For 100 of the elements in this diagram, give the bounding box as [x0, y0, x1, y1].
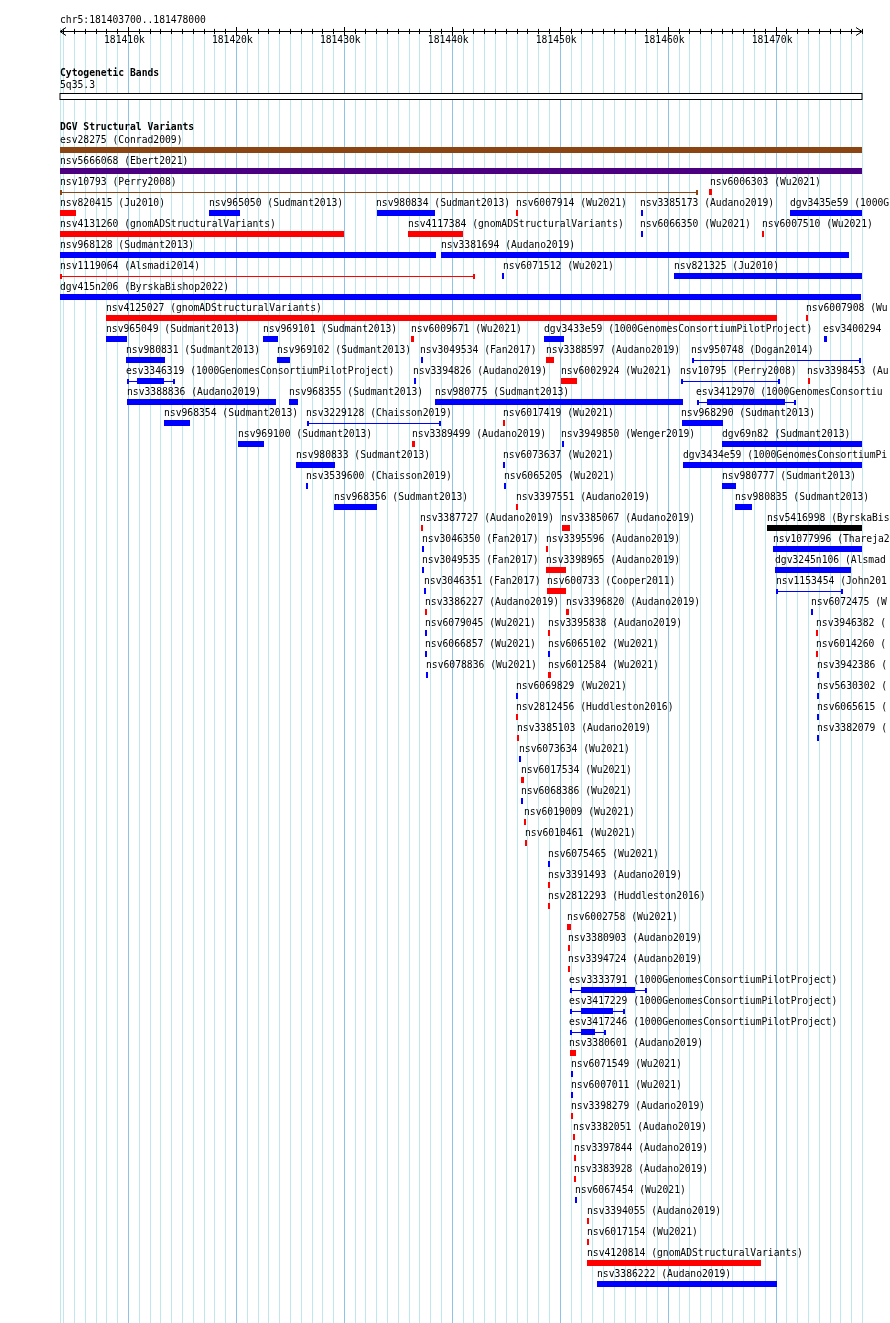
variant-label: esv3412970 (1000GenomesConsortiu [696, 386, 883, 398]
variant-label: nsv3391493 (Audano2019) [548, 869, 683, 881]
variant-label: dgv3434e59 (1000GenomesConsortiumPi [683, 449, 888, 461]
variant-label: dgv3433e59 (1000GenomesConsortiumPilotProject) [544, 323, 813, 335]
variant-label: nsv10795 (Perry2008) [680, 365, 797, 377]
variant-label: nsv3049535 (Fan2017) [422, 554, 539, 566]
variant-label: nsv2812293 (Huddleston2016) [548, 890, 706, 902]
variant-label: nsv3398279 (Audano2019) [571, 1100, 706, 1112]
variant-label: nsv6069829 (Wu2021) [516, 680, 627, 692]
variant-label: nsv980777 (Sudmant2013) [722, 470, 857, 482]
variant-label: nsv6065205 (Wu2021) [504, 470, 615, 482]
variant-label: esv3333791 (1000GenomesConsortiumPilotProject) [569, 974, 838, 986]
variant-label: nsv965050 (Sudmant2013) [209, 197, 344, 209]
variant-label: nsv968356 (Sudmant2013) [334, 491, 469, 503]
variant-label: nsv3946382 ( [816, 617, 886, 629]
variant-label: nsv3382051 (Audano2019) [573, 1121, 708, 1133]
variant-label: nsv6078836 (Wu2021) [426, 659, 537, 671]
variant-label: nsv3049534 (Fan2017) [420, 344, 537, 356]
variant-label: nsv3395596 (Audano2019) [546, 533, 681, 545]
variant-label: nsv3046351 (Fan2017) [424, 575, 541, 587]
variant-label: nsv6068386 (Wu2021) [521, 785, 632, 797]
variant-label: nsv950748 (Dogan2014) [691, 344, 814, 356]
variant-label: nsv3387727 (Audano2019) [420, 512, 555, 524]
variant-label: nsv3395838 (Audano2019) [548, 617, 683, 629]
variant-label: nsv969100 (Sudmant2013) [238, 428, 373, 440]
variant-label: nsv980833 (Sudmant2013) [296, 449, 431, 461]
variant-label: nsv5416998 (ByrskaBis [767, 512, 890, 524]
variant-label: nsv6002758 (Wu2021) [567, 911, 678, 923]
variant-label: esv3400294 [823, 323, 882, 335]
variant-label: nsv6065102 (Wu2021) [548, 638, 659, 650]
variant-label: nsv2812456 (Huddleston2016) [516, 701, 674, 713]
variant-label: esv3417246 (1000GenomesConsortiumPilotProject) [569, 1016, 838, 1028]
variant-label: nsv6007908 (Wu [806, 302, 888, 314]
variant-label: nsv3388597 (Audano2019) [546, 344, 681, 356]
band-label: 5q35.3 [60, 79, 95, 91]
variant-label: nsv6072475 (W [811, 596, 887, 608]
variant-label: nsv980775 (Sudmant2013) [435, 386, 570, 398]
variant-label: nsv969101 (Sudmant2013) [263, 323, 398, 335]
variant-label: nsv965049 (Sudmant2013) [106, 323, 241, 335]
variant-label: nsv968354 (Sudmant2013) [164, 407, 299, 419]
variant-label: dgv69n82 (Sudmant2013) [722, 428, 851, 440]
variant-label: nsv6007011 (Wu2021) [571, 1079, 682, 1091]
variant-label: nsv3386227 (Audano2019) [425, 596, 560, 608]
variant-label: nsv968128 (Sudmant2013) [60, 239, 195, 251]
variant-label: nsv6014260 ( [816, 638, 886, 650]
variant-label: nsv1153454 (John201 [776, 575, 887, 587]
variant-label: nsv3389499 (Audano2019) [412, 428, 547, 440]
tick-label: 181430k [319, 34, 361, 46]
variant-label: nsv3046350 (Fan2017) [422, 533, 539, 545]
variant-label: nsv980834 (Sudmant2013) [376, 197, 511, 209]
variant-label: nsv600733 (Cooper2011) [547, 575, 676, 587]
variant-label: nsv1119064 (Alsmadi2014) [60, 260, 200, 272]
track-heading: DGV Structural Variants [60, 121, 195, 133]
variant-label: nsv3394724 (Audano2019) [568, 953, 703, 965]
variant-label: nsv3229128 (Chaisson2019) [306, 407, 452, 419]
variant-label: nsv969102 (Sudmant2013) [277, 344, 412, 356]
variant-label: nsv6079045 (Wu2021) [425, 617, 536, 629]
tick-label: 181440k [427, 34, 469, 46]
variant-label: nsv6071549 (Wu2021) [571, 1058, 682, 1070]
variant-label: esv3346319 (1000GenomesConsortiumPilotProject) [126, 365, 395, 377]
variant-label: nsv3949850 (Wenger2019) [561, 428, 696, 440]
variant-label: nsv4120814 (gnomADStructuralVariants) [587, 1247, 803, 1259]
variant-label: nsv6066857 (Wu2021) [425, 638, 536, 650]
variant-label: nsv3397551 (Audano2019) [516, 491, 651, 503]
variant-label: nsv3385067 (Audano2019) [561, 512, 696, 524]
variant-label: nsv3380601 (Audano2019) [569, 1037, 704, 1049]
variant-label: esv28275 (Conrad2009) [60, 134, 183, 146]
variant-label: nsv6017419 (Wu2021) [503, 407, 614, 419]
variant-label: nsv5630302 ( [817, 680, 887, 692]
variant-label: nsv3942386 ( [817, 659, 887, 671]
variant-label: nsv6017154 (Wu2021) [587, 1226, 698, 1238]
variant-label: nsv3385173 (Audano2019) [640, 197, 775, 209]
variant-label: nsv6073637 (Wu2021) [503, 449, 614, 461]
variant-label: nsv3380903 (Audano2019) [568, 932, 703, 944]
variant-label: nsv3539600 (Chaisson2019) [306, 470, 452, 482]
variant-label: nsv3386222 (Audano2019) [597, 1268, 732, 1280]
variant-label: nsv6009671 (Wu2021) [411, 323, 522, 335]
variant-label: nsv3394055 (Audano2019) [587, 1205, 722, 1217]
variant-label: nsv3394826 (Audano2019) [413, 365, 548, 377]
variant-label: nsv1077996 (Thareja2 [773, 533, 890, 545]
variant-label: nsv3383928 (Audano2019) [574, 1163, 709, 1175]
variant-label: nsv3398965 (Audano2019) [546, 554, 681, 566]
variant-label: esv3417229 (1000GenomesConsortiumPilotProject) [569, 995, 838, 1007]
variant-label: nsv3385103 (Audano2019) [517, 722, 652, 734]
variant-label: dgv3245n106 (Alsmad [775, 554, 886, 566]
variant-label: nsv4125027 (gnomADStructuralVariants) [106, 302, 322, 314]
variant-label: nsv3396820 (Audano2019) [566, 596, 701, 608]
variant-label: dgv415n206 (ByrskaBishop2022) [60, 281, 230, 293]
tick-label: 181470k [751, 34, 793, 46]
variant-label: nsv6010461 (Wu2021) [525, 827, 636, 839]
variant-label: nsv6007510 (Wu2021) [762, 218, 873, 230]
variant-label: nsv10793 (Perry2008) [60, 176, 177, 188]
variant-label: nsv6019009 (Wu2021) [524, 806, 635, 818]
variant-label: nsv4117384 (gnomADStructuralVariants) [408, 218, 624, 230]
tick-label: 181420k [211, 34, 253, 46]
variant-label: nsv6066350 (Wu2021) [640, 218, 751, 230]
variant-label: nsv4131260 (gnomADStructuralVariants) [60, 218, 276, 230]
variant-label: nsv3398453 (Au [807, 365, 889, 377]
variant-label: nsv6017534 (Wu2021) [521, 764, 632, 776]
variant-label: nsv3397844 (Audano2019) [574, 1142, 709, 1154]
